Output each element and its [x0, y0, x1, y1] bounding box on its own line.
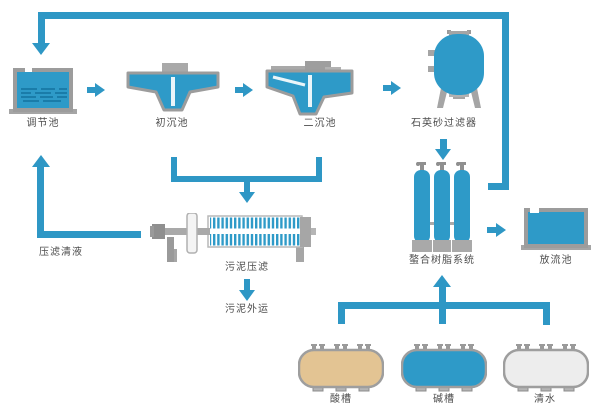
acid-tank-icon	[298, 344, 384, 392]
recycle-line-left-vertical	[38, 12, 45, 44]
sludge-manifold-header	[171, 176, 322, 182]
quartz-sand-filter-label: 石英砂过滤器	[411, 118, 477, 129]
arrow-secondary-to-filter-icon	[391, 81, 401, 95]
secondary-settling-tank-icon	[265, 61, 354, 116]
alkali-tank-label: 碱槽	[433, 394, 455, 405]
sludge-removal-label: 污泥外运	[225, 304, 269, 315]
sludge-out-arrowhead-icon	[239, 290, 255, 301]
regulating-tank-label: 调节池	[26, 118, 60, 129]
sludge-manifold-arrowhead-icon	[239, 192, 255, 203]
recycle-line-right-foot	[488, 183, 502, 190]
sludge-manifold-left-drop	[171, 157, 177, 182]
primary-settling-tank-icon	[126, 63, 220, 112]
arrow-filter-to-resin-shaft	[440, 139, 447, 150]
filtrate-line-horizontal	[37, 231, 141, 238]
chelating-resin-system-label: 螯合树脂系统	[409, 255, 475, 266]
chelating-resin-system-icon	[412, 162, 472, 252]
sludge-out-arrow-shaft	[244, 279, 250, 291]
arrow-primary-to-secondary-icon	[243, 83, 253, 97]
arrow-filter-to-resin-icon	[435, 149, 451, 160]
primary-settling-tank-label: 初沉池	[155, 118, 189, 129]
sludge-manifold-right-drop	[316, 157, 322, 182]
discharge-tank-label: 放流池	[539, 255, 573, 266]
acid-tank-label: 酸槽	[330, 394, 352, 405]
discharge-tank-icon	[521, 207, 591, 250]
arrow-secondary-to-filter-shaft	[383, 85, 391, 91]
recycle-line-right-vertical	[502, 12, 509, 190]
filtrate-label: 压滤清液	[39, 247, 83, 258]
regulating-tank-icon	[9, 67, 77, 114]
arrow-primary-to-secondary-shaft	[235, 87, 243, 93]
arrow-resin-to-discharge-icon	[496, 223, 506, 237]
chem-to-resin-arrowhead-icon	[433, 275, 451, 287]
chem-manifold-center-riser	[439, 287, 446, 324]
arrow-resin-to-discharge-shaft	[487, 227, 496, 233]
filtrate-arrowhead-up-icon	[32, 155, 50, 167]
quartz-sand-filter-icon	[428, 30, 484, 108]
recycle-line-top	[38, 12, 509, 19]
alkali-tank-icon	[401, 344, 487, 392]
sludge-filter-press-label: 污泥压滤	[225, 262, 269, 273]
sludge-filter-press-icon	[150, 213, 316, 262]
recycle-arrowhead-down-icon	[32, 43, 50, 55]
clean-water-tank-icon	[503, 344, 589, 392]
chem-manifold-left-drop	[338, 302, 345, 324]
clean-water-tank-label: 清水	[534, 394, 556, 405]
secondary-settling-tank-label: 二沉池	[303, 118, 337, 129]
sludge-manifold-arrow-shaft	[244, 182, 250, 193]
arrow-regulating-to-primary-icon	[95, 83, 105, 97]
chem-manifold-right-drop	[543, 302, 550, 325]
filtrate-line-vertical	[37, 166, 44, 238]
arrow-regulating-to-primary-shaft	[87, 87, 95, 93]
